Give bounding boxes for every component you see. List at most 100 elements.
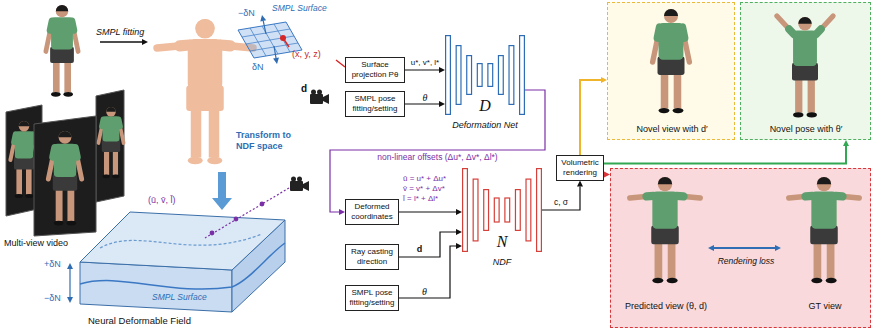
annotation-label: δN: [252, 62, 264, 72]
camera-reel: [291, 177, 296, 182]
arrow-head: [708, 245, 714, 251]
edge-label: d: [416, 245, 424, 255]
arrow-head: [843, 140, 849, 146]
shoe: [63, 92, 73, 97]
arrow-line: [274, 46, 276, 58]
hair: [658, 177, 672, 184]
shoe: [112, 174, 119, 178]
camera-icon: [290, 177, 309, 192]
person-figure: [653, 9, 690, 113]
ray-sample: [234, 217, 239, 222]
hair: [664, 9, 678, 16]
arrow-line: [714, 247, 775, 249]
shoe: [667, 278, 678, 284]
arrow-head: [775, 245, 781, 251]
arm: [835, 196, 859, 198]
annotation-label: (x, y, z): [292, 49, 321, 59]
slab-front: [80, 262, 232, 312]
annotation-label: −δN: [238, 8, 255, 18]
surface-wave: [100, 234, 262, 248]
shoe: [66, 221, 76, 226]
hair: [106, 107, 116, 112]
shoe: [826, 278, 837, 284]
arrow-line: [69, 283, 70, 297]
layer-bar: [473, 179, 478, 241]
connector: [399, 209, 462, 215]
annotation-label: SMPL fitting: [96, 27, 144, 37]
arm: [630, 196, 654, 198]
connector-line: [542, 187, 580, 210]
input-box: SMPL pose fitting/setting: [345, 285, 399, 310]
torso: [811, 191, 836, 228]
head: [56, 5, 68, 17]
annotation-label: Transform to NDF space: [236, 130, 308, 152]
torso: [102, 116, 119, 141]
connector-line: [399, 211, 456, 212]
leg: [53, 59, 60, 92]
connector-line: [580, 80, 601, 155]
panel-fill: [607, 2, 735, 140]
node-label: Rendering loss: [718, 257, 775, 266]
torso: [54, 144, 77, 177]
node-label: Novel view with d′: [636, 125, 707, 135]
connector-line: [399, 246, 456, 298]
annotation-label: SMPL Surface: [152, 293, 207, 303]
torso: [659, 23, 684, 60]
layer-bar: [520, 36, 525, 115]
node-label: Predicted view (θ, d): [625, 302, 707, 312]
leg: [668, 240, 676, 278]
leg: [655, 240, 663, 278]
arrow-line: [100, 41, 142, 43]
annotation-label: ū = u* + Δu*: [403, 174, 446, 183]
arrow-head: [456, 209, 462, 215]
leg: [26, 166, 32, 194]
leg: [16, 166, 22, 194]
person-figure: [630, 177, 700, 283]
network-block: DDeformation Net: [445, 35, 525, 115]
hair: [195, 19, 215, 29]
layer-bar: [467, 56, 472, 95]
ray-sample: [210, 231, 215, 236]
node-label: Novel pose with θ′: [770, 125, 843, 135]
person-figure: [789, 177, 859, 283]
shoe: [793, 112, 803, 117]
edge-label: c, σ: [553, 198, 569, 207]
hair: [19, 121, 29, 126]
annotation-label: (ū, v̄, l̄): [148, 195, 176, 205]
connector-line: [330, 90, 545, 212]
surface-wave: [80, 243, 285, 289]
connector: [399, 243, 462, 298]
video-frame: [34, 116, 96, 236]
head: [658, 177, 672, 191]
node-label: Surface projection Pθ: [349, 60, 401, 79]
layer-bar: [477, 64, 482, 87]
leg: [191, 105, 202, 158]
panel-fill: [740, 2, 871, 140]
leg: [113, 149, 118, 175]
shoe: [807, 112, 817, 117]
person-figure: [48, 131, 81, 226]
node-label: SMPL pose fitting/setting: [349, 288, 395, 307]
annotation-label: SMPL Surface: [272, 4, 327, 14]
arm: [676, 196, 700, 198]
edge-label: u*, v*, l*: [410, 59, 440, 68]
leg: [661, 71, 669, 109]
connector: [542, 181, 583, 210]
leg: [674, 71, 682, 109]
leg: [808, 76, 815, 112]
camera-ray: [205, 188, 289, 238]
connector: [330, 90, 545, 215]
leg: [56, 187, 63, 221]
layer-bar: [526, 179, 531, 241]
camera-body: [290, 181, 303, 191]
leg: [67, 187, 74, 221]
arm: [789, 196, 813, 198]
leader-line: [336, 60, 345, 67]
hair: [59, 131, 72, 137]
panel-fill: [610, 168, 871, 328]
slab-top: [80, 212, 285, 270]
person-figure: [98, 107, 123, 178]
layer-bar: [509, 46, 514, 105]
arm: [777, 16, 794, 35]
